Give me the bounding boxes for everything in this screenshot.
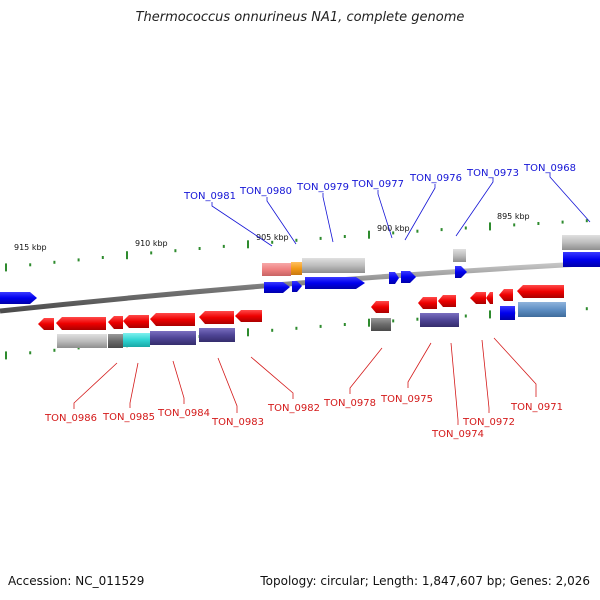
gene-arrow[interactable] bbox=[292, 281, 302, 292]
scale-label-910: 910 kbp bbox=[135, 239, 168, 248]
gene-arrow[interactable] bbox=[389, 272, 399, 284]
gene-label-ton-0976[interactable]: TON_0976 bbox=[409, 173, 462, 184]
annotation-block bbox=[562, 235, 600, 250]
gene-arrow[interactable] bbox=[486, 292, 493, 304]
gene-label-ton-0978[interactable]: TON_0978 bbox=[323, 398, 376, 409]
annotation-block bbox=[123, 333, 150, 347]
label-leader bbox=[407, 342, 432, 388]
scale-ticks-top bbox=[5, 219, 588, 272]
gene-arrow[interactable] bbox=[499, 289, 513, 301]
gene-label-ton-0972[interactable]: TON_0972 bbox=[462, 417, 515, 428]
forward-annotations bbox=[262, 235, 600, 276]
label-leader bbox=[549, 173, 591, 223]
annotation-block bbox=[371, 318, 391, 331]
scale-label-905: 905 kbp bbox=[256, 233, 289, 242]
gene-label-ton-0981[interactable]: TON_0981 bbox=[183, 191, 236, 202]
label-leader bbox=[322, 193, 334, 243]
annotation-block bbox=[150, 331, 196, 345]
scale-label-895: 895 kbp bbox=[497, 212, 530, 221]
gene-label-ton-0973[interactable]: TON_0973 bbox=[466, 168, 519, 179]
gene-arrow[interactable] bbox=[0, 292, 37, 304]
gene-label-ton-0971[interactable]: TON_0971 bbox=[510, 402, 563, 413]
gene-label-ton-0980[interactable]: TON_0980 bbox=[239, 186, 292, 197]
scale-labels: 915 kbp 910 kbp 905 kbp 900 kbp 895 kbp bbox=[14, 212, 530, 252]
annotation-block bbox=[453, 249, 466, 262]
genome-title: Thermococcus onnurineus NA1, complete ge… bbox=[135, 10, 465, 25]
label-leader bbox=[129, 362, 139, 408]
label-leader bbox=[217, 357, 238, 413]
forward-gene-labels: TON_0981 TON_0980 TON_0979 TON_0977 TON_… bbox=[183, 163, 591, 247]
gene-label-ton-0975[interactable]: TON_0975 bbox=[380, 394, 433, 405]
gene-arrow[interactable] bbox=[235, 310, 262, 322]
gene-label-ton-0977[interactable]: TON_0977 bbox=[351, 179, 404, 190]
gene-arrow[interactable] bbox=[371, 301, 389, 313]
gene-arrow[interactable] bbox=[108, 316, 123, 329]
label-leader bbox=[404, 184, 436, 241]
gene-label-ton-0984[interactable]: TON_0984 bbox=[157, 408, 210, 419]
gene-label-ton-0974[interactable]: TON_0974 bbox=[431, 429, 484, 440]
annotation-block bbox=[57, 334, 107, 348]
topology-text: Topology: circular; Length: 1,847,607 bp… bbox=[260, 574, 590, 588]
label-leader bbox=[73, 362, 118, 409]
gene-arrow[interactable] bbox=[264, 282, 290, 293]
label-leader bbox=[266, 197, 297, 245]
gene-arrow[interactable] bbox=[38, 318, 54, 330]
gene-arrow[interactable] bbox=[123, 315, 149, 328]
label-leader bbox=[349, 347, 383, 394]
gene-label-ton-0979[interactable]: TON_0979 bbox=[296, 182, 349, 193]
annotation-block bbox=[199, 328, 235, 342]
gene-label-ton-0968[interactable]: TON_0968 bbox=[523, 163, 576, 174]
label-leader bbox=[377, 190, 393, 239]
gene-box[interactable] bbox=[563, 252, 600, 267]
annotation-block bbox=[302, 258, 365, 273]
reverse-annotations bbox=[57, 302, 566, 348]
genome-backbone bbox=[0, 260, 600, 314]
gene-label-ton-0986[interactable]: TON_0986 bbox=[44, 413, 97, 424]
annotation-block bbox=[108, 334, 123, 348]
label-leader bbox=[455, 178, 494, 237]
label-leader bbox=[211, 202, 273, 247]
gene-arrow[interactable] bbox=[418, 297, 437, 309]
gene-arrow[interactable] bbox=[455, 266, 467, 278]
gene-arrow[interactable] bbox=[305, 277, 365, 289]
gene-arrow[interactable] bbox=[56, 317, 106, 330]
reverse-gene-labels: TON_0986 TON_0985 TON_0984 TON_0983 TON_… bbox=[44, 337, 563, 440]
gene-arrow[interactable] bbox=[150, 313, 195, 326]
label-leader bbox=[250, 356, 294, 399]
annotation-block bbox=[262, 263, 291, 276]
gene-arrow[interactable] bbox=[517, 285, 564, 298]
gene-arrow[interactable] bbox=[470, 292, 486, 304]
label-leader bbox=[172, 360, 185, 404]
gene-arrow[interactable] bbox=[438, 295, 456, 307]
gene-label-ton-0982[interactable]: TON_0982 bbox=[267, 403, 320, 414]
accession-text: Accession: NC_011529 bbox=[8, 574, 145, 588]
label-leader bbox=[481, 339, 490, 413]
gene-label-ton-0983[interactable]: TON_0983 bbox=[211, 417, 264, 428]
forward-genes bbox=[0, 252, 600, 320]
gene-label-ton-0985[interactable]: TON_0985 bbox=[102, 412, 155, 423]
annotation-block bbox=[291, 262, 302, 275]
scale-ticks-bottom bbox=[5, 307, 588, 360]
annotation-block bbox=[420, 313, 459, 327]
gene-box[interactable] bbox=[500, 306, 515, 320]
scale-label-900: 900 kbp bbox=[377, 224, 410, 233]
gene-arrow[interactable] bbox=[199, 311, 234, 324]
gene-arrow[interactable] bbox=[401, 271, 416, 283]
reverse-genes bbox=[38, 285, 564, 330]
label-leader bbox=[450, 342, 459, 425]
label-leader bbox=[493, 337, 537, 397]
scale-label-915: 915 kbp bbox=[14, 243, 47, 252]
annotation-block bbox=[518, 302, 566, 317]
